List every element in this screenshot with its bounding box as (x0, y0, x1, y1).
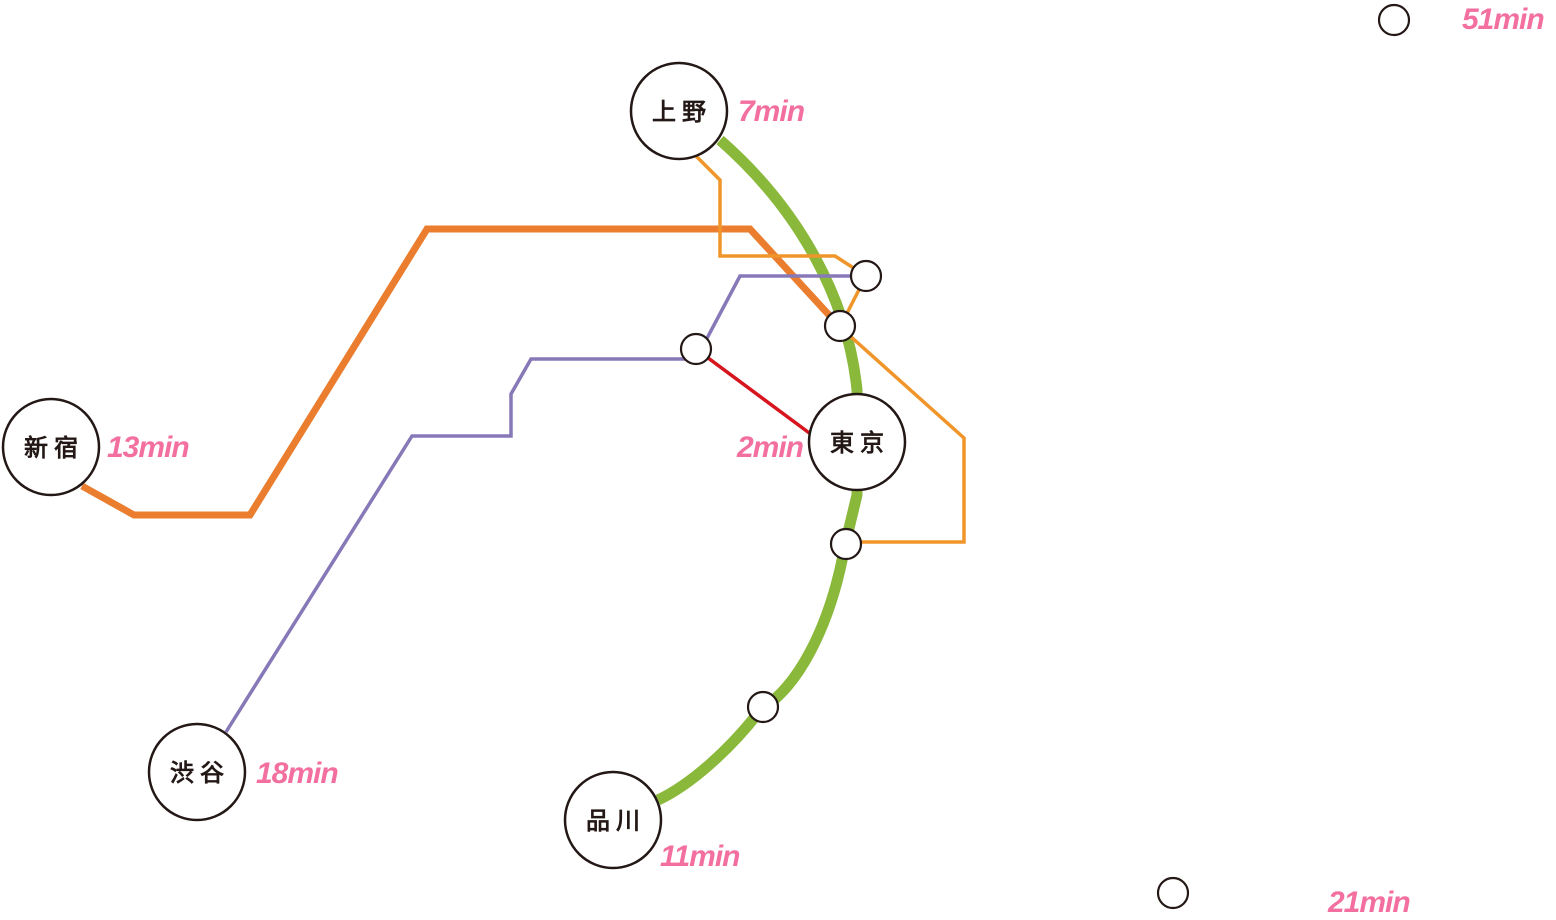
station-ueno[interactable]: 上野 (629, 61, 729, 161)
station-name: 東京 (830, 429, 890, 457)
outlying-station-circle[interactable] (1377, 3, 1411, 37)
purple-line-shibuya-route (224, 274, 866, 733)
station-name: 品川 (586, 807, 646, 835)
travel-time: 18min (256, 757, 338, 790)
junction-station-circle[interactable] (829, 527, 863, 561)
station-shinagawa[interactable]: 品川 (563, 770, 663, 870)
station-name: 新宿 (24, 434, 84, 462)
orange-line-shinjuku-route (80, 225, 843, 519)
travel-time: 21min (1327, 886, 1410, 919)
junction-station-circle[interactable] (679, 332, 713, 366)
travel-time: 7min (738, 95, 805, 128)
station-circle (1, 397, 101, 497)
station-name: 渋谷 (170, 759, 230, 787)
station-circle (807, 392, 907, 492)
travel-time: 2min (736, 431, 804, 464)
red-line-tokyo-link (694, 347, 814, 437)
junction-station-circle[interactable] (746, 690, 780, 724)
station-shinjuku[interactable]: 新宿 (1, 397, 101, 497)
outlying-station-circle[interactable] (1156, 876, 1190, 910)
green-line-route (655, 135, 863, 805)
station-circle (147, 722, 247, 822)
orange-line-ueno-route (693, 153, 966, 544)
station-name: 上野 (652, 98, 712, 126)
travel-time: 51min (1462, 3, 1544, 36)
junction-station-circle[interactable] (849, 259, 883, 293)
station-shibuya[interactable]: 渋谷 (147, 722, 247, 822)
travel-time: 11min (660, 840, 740, 873)
station-circle (629, 61, 729, 161)
station-tokyo[interactable]: 東京 (807, 392, 907, 492)
travel-time: 13min (107, 431, 189, 464)
station-circle (563, 770, 663, 870)
junction-station-circle[interactable] (823, 309, 857, 343)
